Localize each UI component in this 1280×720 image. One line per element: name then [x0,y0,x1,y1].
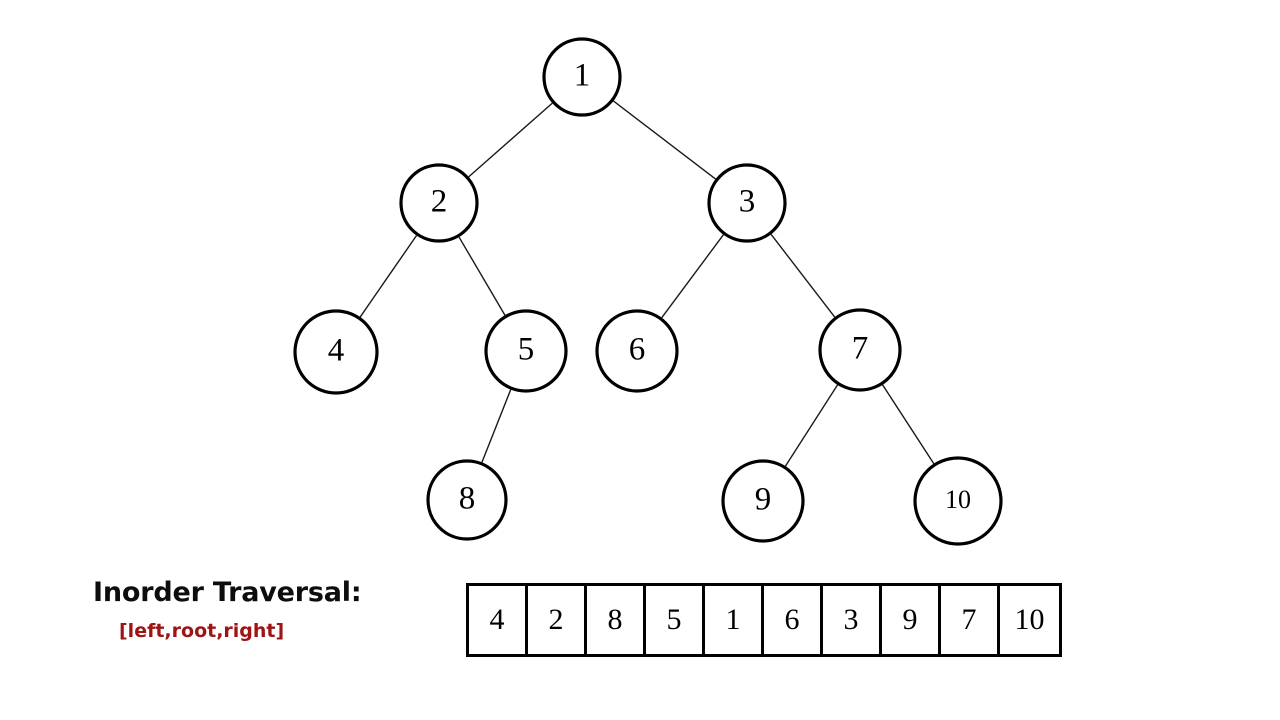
array-cell: 1 [705,586,764,654]
node-label-2: 2 [431,184,448,220]
tree-edge-1-3 [612,100,717,180]
node-circle-1 [542,37,622,117]
array-cell: 10 [1000,586,1059,654]
node-circle-5 [484,309,568,393]
array-cell: 5 [646,586,705,654]
page-title: Inorder Traversal: [93,577,362,608]
tree-node-7[interactable]: 7 [818,308,902,392]
node-circle-8 [426,459,508,541]
node-label-5: 5 [518,332,535,368]
array-cell: 7 [941,586,1000,654]
node-label-3: 3 [739,184,756,220]
array-cell: 3 [823,586,882,654]
array-cell: 2 [528,586,587,654]
node-circle-7 [818,308,902,392]
tree-node-8[interactable]: 8 [426,459,508,541]
tree-node-3[interactable]: 3 [707,163,787,243]
node-label-9: 9 [755,482,772,518]
tree-node-4[interactable]: 4 [293,309,379,395]
node-circle-3 [707,163,787,243]
node-label-6: 6 [629,332,646,368]
node-circle-9 [721,459,805,543]
node-circle-6 [595,309,679,393]
tree-node-2[interactable]: 2 [399,163,479,243]
tree-node-5[interactable]: 5 [484,309,568,393]
traversal-order-hint: [left,root,right] [119,620,285,643]
caption-block: Inorder Traversal: [left,root,right] [93,577,433,643]
tree-edge-2-5 [458,236,506,316]
node-circle-4 [293,309,379,395]
array-cell: 6 [764,586,823,654]
node-label-7: 7 [852,331,869,367]
array-cell: 9 [882,586,941,654]
node-circle-2 [399,163,479,243]
tree-edge-3-7 [770,233,836,318]
array-cell: 8 [587,586,646,654]
tree-node-9[interactable]: 9 [721,459,805,543]
tree-node-10[interactable]: 10 [913,456,1003,546]
node-label-1: 1 [574,58,591,94]
tree-edge-3-6 [661,234,724,319]
tree-edge-7-9 [784,384,839,467]
node-label-8: 8 [459,481,476,517]
tree-edge-2-4 [359,235,418,318]
tree-node-1[interactable]: 1 [542,37,622,117]
tree-edge-1-2 [468,102,553,178]
tree-node-6[interactable]: 6 [595,309,679,393]
array-cell: 4 [469,586,528,654]
node-label-4: 4 [328,333,345,369]
node-circle-10 [913,456,1003,546]
tree-edge-7-10 [882,384,935,465]
tree-nodes: 1 2 3 4 5 6 7 8 9 10 [293,37,1003,546]
node-label-10: 10 [945,485,971,514]
tree-edge-5-8 [481,389,512,463]
tree-edges [359,100,935,467]
